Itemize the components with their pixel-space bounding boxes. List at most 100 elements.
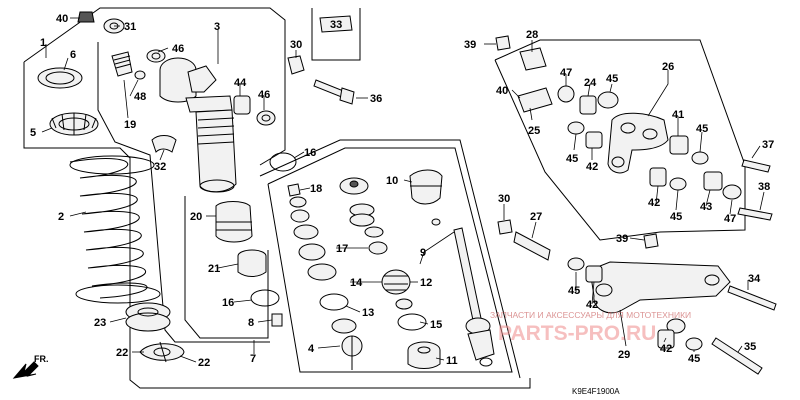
callout-17: 17: [336, 243, 348, 255]
stopper-22: [139, 341, 185, 363]
callout-24: 24: [584, 77, 597, 89]
o-ring-16b: [269, 152, 297, 172]
group-outlines: [23, 7, 746, 389]
callout-23: 23: [94, 317, 106, 329]
callout-43: 43: [700, 201, 712, 213]
frame-group4-inner: [267, 147, 513, 373]
callout-45-upper: 45: [606, 73, 618, 85]
callout-39-lower: 39: [616, 233, 628, 245]
callout-6: 6: [70, 49, 76, 61]
callout-27: 27: [530, 211, 542, 223]
label-33: [319, 15, 353, 33]
callout-40: 40: [56, 13, 68, 25]
callout-48: 48: [134, 91, 146, 103]
callout-37: 37: [762, 139, 774, 151]
callout-25: 25: [528, 125, 540, 137]
callout-32: 32: [154, 161, 166, 173]
callout-42-lower: 42: [660, 343, 672, 355]
valve-8: [271, 313, 283, 327]
callout-45-mid: 45: [670, 211, 682, 223]
callout-19: 19: [124, 119, 136, 131]
callout-18: 18: [310, 183, 322, 195]
callout-28: 28: [526, 29, 538, 41]
callout-13: 13: [362, 307, 374, 319]
callout-5: 5: [30, 127, 36, 139]
callout-41: 41: [672, 109, 684, 121]
callout-30-lower: 30: [498, 193, 510, 205]
callout-45-lower: 45: [688, 353, 700, 365]
damper-parts-group4: [269, 152, 427, 370]
callout-16-left: 16: [222, 297, 234, 309]
reservoir-20: [215, 201, 253, 243]
shock-spring: [69, 155, 161, 304]
callout-26: 26: [662, 61, 674, 73]
label-32: [151, 135, 177, 153]
callout-42-link: 42: [586, 299, 598, 311]
callout-45-right: 45: [696, 123, 708, 135]
frame-group3: [97, 42, 270, 343]
callout-46-lower: 46: [258, 89, 270, 101]
frame-group7: [184, 196, 269, 339]
callout-3: 3: [214, 21, 220, 33]
callout-36: 36: [370, 93, 382, 105]
callout-47-upper: 47: [560, 67, 572, 79]
leader-lines: [41, 17, 765, 363]
callout-44: 44: [234, 77, 247, 89]
watermark-subtitle: ЗАПЧАСТИ И АКСЕССУАРЫ ДЛЯ МОТОТЕХНИКИ: [490, 310, 691, 320]
callout-10: 10: [386, 175, 398, 187]
callout-22-right: 22: [198, 357, 210, 369]
callout-labels: 40 31 1 6 5 2 23 22 22 46 48 19 3 44 46 …: [30, 13, 774, 369]
cap-21: [237, 249, 267, 277]
diagram-code: K9E4F1900A: [572, 387, 620, 396]
callout-39-upper: 39: [464, 39, 476, 51]
callout-9: 9: [420, 247, 426, 259]
top-bushings: [77, 11, 125, 34]
spring-adjuster-rings: [37, 67, 99, 136]
callout-16-right: 16: [304, 147, 316, 159]
callout-46-upper: 46: [172, 43, 184, 55]
callout-40-linkage: 40: [496, 85, 508, 97]
watermark: ЗАПЧАСТИ И АКСЕССУАРЫ ДЛЯ МОТОТЕХНИКИ PA…: [490, 310, 691, 345]
o-ring-16a: [250, 289, 280, 307]
callout-14: 14: [350, 277, 363, 289]
callout-20: 20: [190, 211, 202, 223]
callout-7: 7: [250, 353, 256, 365]
cap-11: [407, 341, 441, 369]
callout-47-lower: 47: [724, 213, 736, 225]
callout-31: 31: [124, 21, 136, 33]
callout-1: 1: [40, 37, 46, 49]
bolt-30a: [287, 55, 305, 75]
callout-29: 29: [618, 349, 630, 361]
front-direction-arrow: FR.: [12, 354, 49, 379]
callout-22-left: 22: [116, 347, 128, 359]
callout-4: 4: [308, 343, 315, 355]
shock-absorber-body: [159, 57, 237, 193]
callout-35: 35: [744, 341, 756, 353]
callout-15: 15: [430, 319, 442, 331]
frame-group33: [311, 8, 361, 61]
frame-spring-box: [23, 62, 531, 389]
frame-linkage-26: [494, 39, 746, 241]
callout-11: 11: [446, 355, 458, 367]
callout-42-mid: 42: [648, 197, 660, 209]
callout-45-link: 45: [568, 285, 580, 297]
callout-30-upper: 30: [290, 39, 302, 51]
adjuster-19: [111, 49, 166, 80]
damper-rod-9: [453, 227, 495, 367]
front-arrow-label: FR.: [34, 354, 49, 364]
callout-42-left: 42: [586, 161, 598, 173]
callout-8: 8: [248, 317, 254, 329]
callout-38: 38: [758, 181, 770, 193]
callout-45-left: 45: [566, 153, 578, 165]
front-arrow-icon: [12, 361, 39, 379]
frame-group4-left: [259, 139, 521, 379]
bolt-36: [313, 79, 355, 105]
linkage-parts: [495, 35, 777, 375]
callout-2: 2: [58, 211, 64, 223]
callout-12: 12: [420, 277, 432, 289]
spring-seat-23: [125, 302, 171, 332]
bearing-44: [233, 95, 276, 126]
callout-34: 34: [748, 273, 761, 285]
